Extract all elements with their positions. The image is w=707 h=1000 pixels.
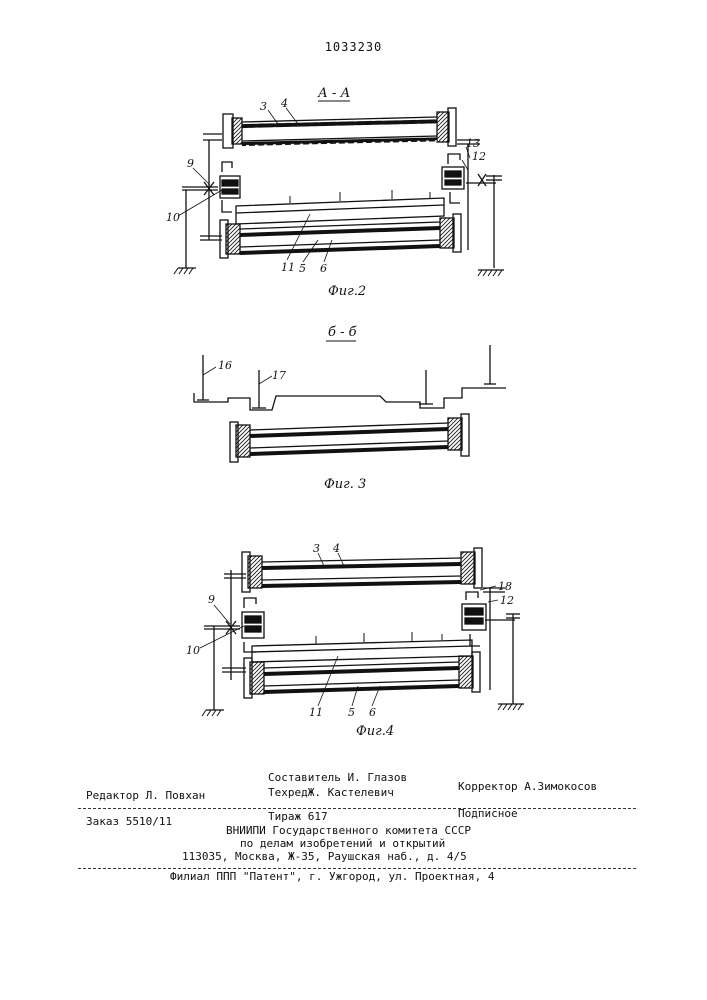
fig2-left-carriage — [220, 176, 240, 198]
fig4-label-11: 11 — [309, 706, 323, 719]
fig4-label-9: 9 — [208, 593, 215, 606]
address: 113035, Москва, Ж-35, Раушская наб., д. … — [182, 850, 467, 863]
fig2-label-9: 9 — [187, 157, 194, 170]
fig2-label-3: 3 — [260, 100, 267, 113]
org-line-2: по делам изобретений и открытий — [240, 837, 445, 850]
figure-4-drawing: 3 4 9 10 11 5 6 18 12 Фиг.4 — [186, 542, 524, 739]
fig4-upper-right-roller — [461, 552, 475, 584]
fig4-label-10: 10 — [186, 644, 200, 657]
fig4-caption: Фиг.4 — [356, 724, 394, 739]
fig4-label-18: 18 — [498, 580, 512, 593]
fig3-section-label: б - б — [328, 325, 357, 340]
subscription: Подписное — [458, 807, 518, 820]
fig3-right-roller — [448, 418, 462, 450]
fig2-label-5: 5 — [299, 262, 306, 275]
editor: Редактор Л. Повхан — [86, 789, 205, 802]
circulation: Тираж 617 — [268, 810, 328, 823]
fig4-label-3: 3 — [313, 542, 320, 555]
fig2-section-label: А - А — [317, 86, 350, 101]
fig2-lower-right-roller — [440, 218, 454, 248]
fig3-caption: Фиг. 3 — [324, 477, 366, 492]
corrector: Корректор А.Зимокосов — [458, 780, 597, 793]
figure-2-drawing: А - А — [166, 86, 504, 299]
fig2-upper-right-roller — [437, 112, 449, 142]
fig3-label-16: 16 — [218, 359, 232, 372]
fig2-label-13: 13 — [466, 137, 480, 150]
fig3-label-17: 17 — [272, 369, 286, 382]
fig2-label-12: 12 — [472, 150, 486, 163]
fig4-lower-right-roller — [459, 656, 473, 688]
branch: Филиал ППП "Патент", г. Ужгород, ул. Про… — [170, 870, 495, 883]
fig2-label-10: 10 — [166, 211, 180, 224]
fig2-caption: Фиг.2 — [328, 284, 366, 299]
fig2-label-6: 6 — [320, 262, 327, 275]
org-line-1: ВНИИПИ Государственного комитета СССР — [226, 824, 471, 837]
compiler: Составитель И. Глазов — [268, 771, 407, 784]
fig2-label-11: 11 — [281, 261, 295, 274]
fig2-right-carriage — [442, 167, 464, 189]
divider-top — [78, 808, 636, 809]
fig4-label-5: 5 — [348, 706, 355, 719]
fig2-label-4: 4 — [280, 97, 288, 110]
fig4-label-4: 4 — [332, 542, 340, 555]
techred: ТехредЖ. Кастелевич — [268, 786, 394, 799]
fig4-label-6: 6 — [369, 706, 376, 719]
fig4-label-12: 12 — [500, 594, 514, 607]
figure-3-drawing: б - б 16 17 Фиг. 3 — [194, 325, 506, 492]
order-number: Заказ 5510/11 — [86, 815, 172, 828]
divider-bottom — [78, 868, 636, 869]
